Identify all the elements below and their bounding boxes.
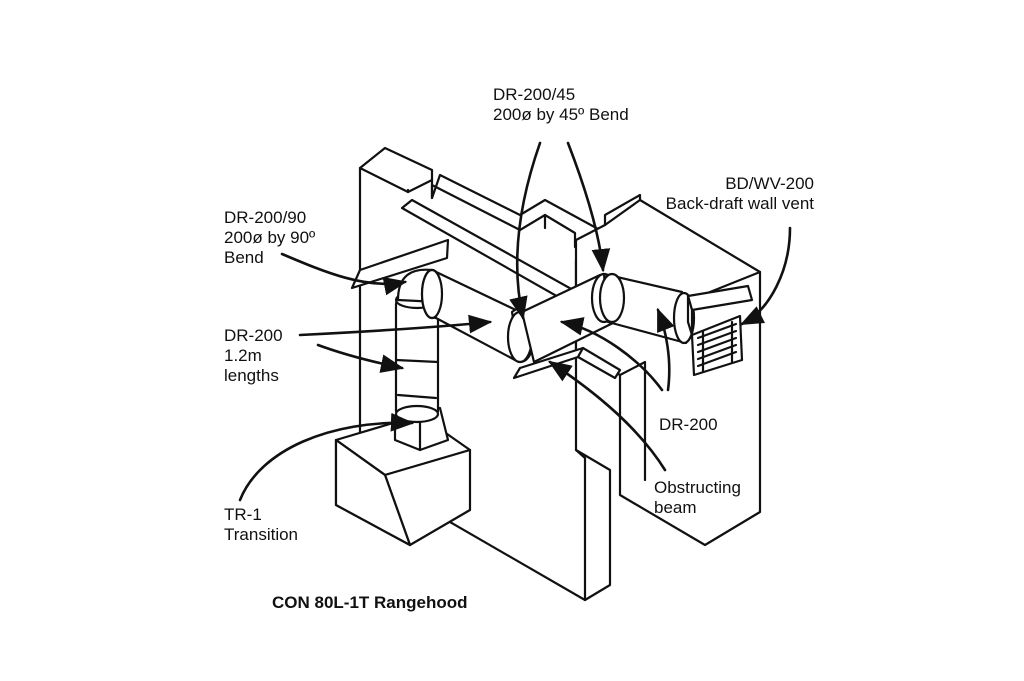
label-bend-90-line1: DR-200/90 (224, 208, 307, 227)
arrow-dr200-a (559, 317, 664, 392)
label-duct-lengths: DR-200 1.2m lengths (224, 326, 283, 386)
arrow-bend45-left (509, 141, 542, 321)
label-bend-90-line2: 200ø by 90º (224, 228, 316, 247)
label-obstructing-beam: Obstructing beam (654, 478, 741, 518)
label-duct-lengths-line1: DR-200 (224, 326, 283, 345)
label-bend-90: DR-200/90 200ø by 90º Bend (224, 208, 315, 268)
label-wall-vent-line2: Back-draft wall vent (665, 194, 814, 213)
upper-beam (350, 198, 602, 317)
arrow-transition (238, 412, 415, 502)
arrow-duct-a (298, 314, 493, 337)
label-transition: TR-1 Transition (224, 505, 298, 545)
label-transition-line2: Transition (224, 525, 299, 544)
arrow-bend90 (280, 252, 408, 296)
label-duct-right-line1: DR-200 (659, 415, 718, 434)
label-duct-right: DR-200 (659, 415, 718, 435)
diagram-caption: CON 80L-1T Rangehood (272, 593, 468, 612)
label-wall-vent: BD/WV-200 Back-draft wall vent (628, 174, 814, 214)
label-obstructing-beam-line1: Obstructing (654, 478, 741, 497)
wall-vent (686, 284, 754, 377)
label-bend-90-line3: Bend (224, 248, 264, 267)
arrow-beam (548, 360, 667, 472)
label-bend-45: DR-200/45 200ø by 45º Bend (493, 85, 629, 125)
label-wall-vent-line1: BD/WV-200 (725, 174, 814, 193)
label-duct-lengths-line3: lengths (224, 366, 279, 385)
arrow-duct-b (316, 343, 405, 373)
arrow-dr200-b (656, 307, 675, 392)
label-transition-line1: TR-1 (224, 505, 262, 524)
label-obstructing-beam-line2: beam (654, 498, 697, 517)
label-duct-lengths-line2: 1.2m (224, 346, 262, 365)
arrow-wallvent (739, 226, 792, 326)
arrow-bend45-right (566, 141, 611, 273)
label-bend-45-line2: 200ø by 45º Bend (493, 105, 629, 124)
label-bend-45-line1: DR-200/45 (493, 85, 576, 104)
